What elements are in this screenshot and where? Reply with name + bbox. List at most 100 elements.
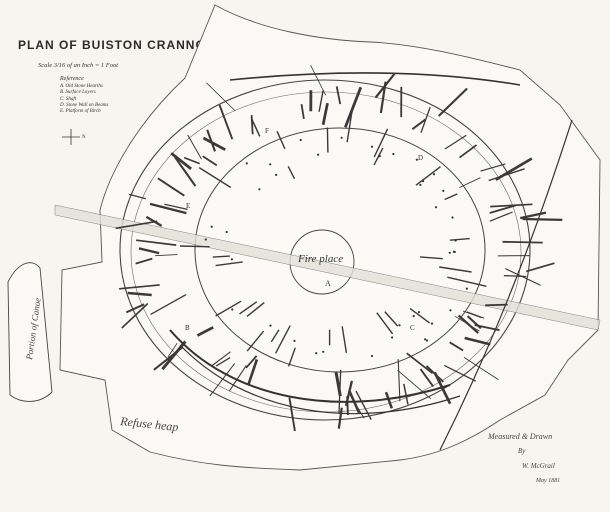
post (465, 287, 468, 290)
timber (245, 355, 258, 369)
reference-item: B. Surface Layers (60, 90, 96, 96)
timber (489, 204, 516, 214)
timber (135, 257, 153, 265)
timber (466, 311, 485, 319)
reference-item: D. Stone Wall on Beams (60, 102, 109, 108)
timber (179, 245, 210, 248)
canoe-outline (7, 262, 53, 402)
post (204, 238, 207, 241)
post (421, 180, 425, 183)
timber (495, 157, 533, 181)
timber (215, 357, 231, 367)
timber (480, 163, 506, 172)
timber (444, 134, 467, 150)
credit-line-4: May 1881 (536, 478, 561, 484)
lower-timber-arc (169, 329, 451, 403)
timber (121, 302, 149, 329)
causeway (54, 204, 601, 331)
timber (119, 284, 160, 290)
timber (209, 363, 236, 397)
timber (376, 312, 394, 335)
post (398, 324, 401, 327)
timber (409, 308, 431, 324)
timber (149, 202, 187, 215)
timber-group (115, 65, 563, 432)
timber (406, 352, 434, 374)
timber (206, 129, 216, 152)
timber (447, 276, 487, 287)
post (419, 183, 422, 186)
letter-label-d: D (418, 154, 423, 162)
timber (215, 300, 242, 317)
timber (474, 324, 500, 332)
credit-line-1: Measured & Drawn (488, 432, 553, 441)
post (415, 158, 418, 161)
timber (310, 65, 327, 96)
timber (490, 203, 533, 208)
reference-item: C. Shaft (60, 96, 77, 102)
letter-label-c: C (410, 324, 415, 332)
timber (384, 311, 399, 327)
timber (246, 330, 265, 352)
timber (415, 166, 441, 186)
post (442, 189, 445, 192)
timber (287, 347, 296, 367)
timber (164, 203, 188, 211)
post (430, 322, 434, 325)
timber (318, 90, 324, 112)
timber (525, 262, 555, 273)
post (317, 153, 320, 156)
timber (157, 177, 185, 197)
timber (444, 364, 477, 382)
timber (522, 217, 563, 221)
timber (326, 127, 329, 153)
post (378, 155, 381, 158)
compass-north-label: N (82, 135, 86, 140)
reference-item: A. Old Stone Hearths (60, 84, 103, 89)
timber (183, 156, 200, 165)
timber (397, 359, 401, 402)
post (453, 250, 456, 254)
post (454, 239, 457, 242)
post (449, 309, 452, 312)
timber (211, 351, 231, 366)
timber (115, 220, 158, 230)
timber (444, 193, 458, 201)
timber (250, 117, 261, 137)
timber (167, 342, 178, 358)
post-group (204, 136, 468, 358)
timber (206, 82, 236, 112)
compass-icon: N (62, 129, 86, 145)
post (245, 162, 248, 165)
timber (463, 357, 499, 380)
timber (419, 368, 434, 388)
fire-place-label: Fire place (297, 253, 343, 265)
timber (338, 369, 342, 414)
timber (503, 274, 527, 278)
timber (502, 240, 543, 244)
post (225, 230, 228, 234)
timber (464, 336, 491, 346)
timber (170, 152, 192, 170)
timber (125, 303, 145, 314)
reference-heading: Reference (60, 76, 84, 82)
timber (218, 104, 234, 140)
timber (341, 326, 348, 354)
timber (187, 134, 202, 160)
timber (174, 156, 197, 187)
timber (215, 261, 243, 267)
post (451, 216, 454, 219)
top-timber-line (229, 72, 521, 86)
timber (239, 301, 258, 315)
timber (373, 147, 384, 166)
timber (454, 315, 480, 332)
post (231, 308, 234, 311)
timber (276, 131, 286, 150)
timber (335, 86, 342, 105)
letter-label-b: B (185, 324, 190, 332)
timber (384, 391, 393, 409)
letter-label-a: A (325, 279, 331, 288)
timber (373, 128, 389, 158)
timber (270, 329, 280, 343)
